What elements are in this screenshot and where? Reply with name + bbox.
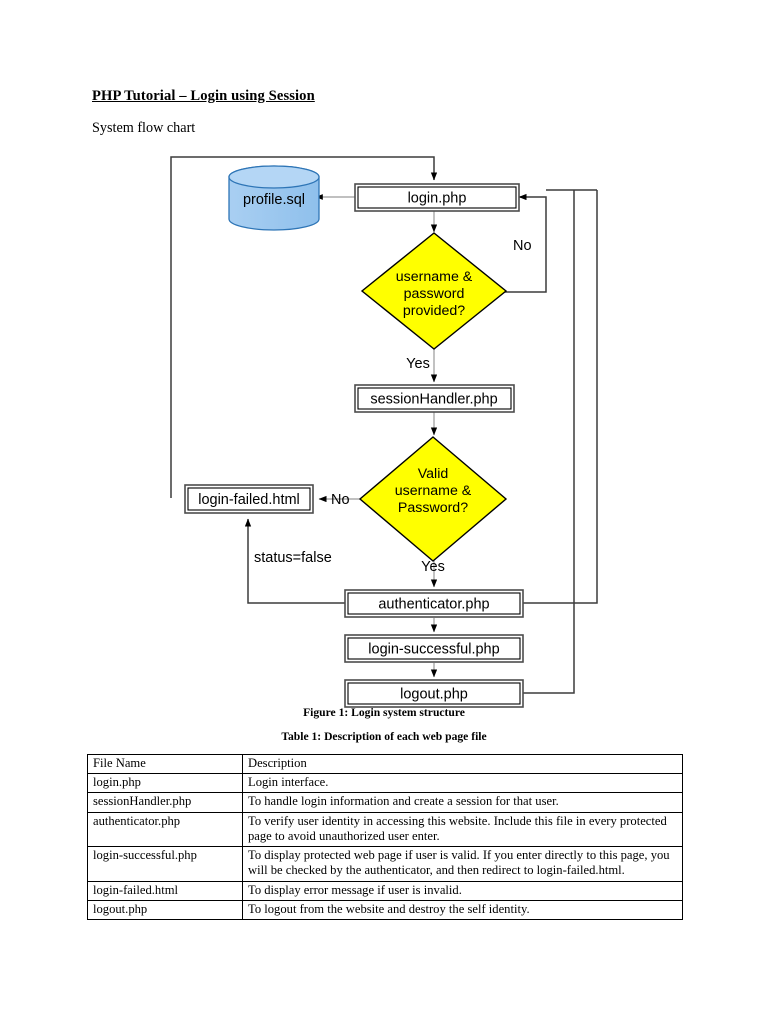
edge-label-no-top: No (513, 238, 532, 254)
sessionhandler-php-label: sessionHandler.php (370, 391, 497, 407)
authenticator-php-label: authenticator.php (378, 596, 489, 612)
connector-authenticator-right-loop (523, 190, 598, 604)
section-subtitle: System flow chart (92, 120, 196, 136)
decision2-line1: Valid (418, 466, 449, 482)
edge-label-status-false: status=false (254, 550, 332, 566)
node-decision-valid-username-password: Valid username & Password? (358, 436, 508, 562)
decision2-line3: Password? (398, 500, 468, 516)
node-login-php: login.php (354, 183, 520, 212)
node-login-successful-php: login-successful.php (344, 634, 524, 663)
cell-description: To verify user identity in accessing thi… (242, 811, 683, 848)
node-sessionhandler-php: sessionHandler.php (354, 384, 515, 413)
connector-logout-to-login-top (170, 156, 438, 498)
logout-php-label: logout.php (400, 686, 468, 702)
table-header-row: File Name Description (87, 753, 683, 775)
cell-description: To display protected web page if user is… (242, 846, 683, 882)
edge-label-yes-mid: Yes (421, 559, 445, 575)
connector-logout-right-loop (523, 190, 575, 694)
page-title: PHP Tutorial – Login using Session (92, 88, 315, 104)
cell-description: Login interface. (242, 773, 683, 794)
cell-description: To logout from the website and destroy t… (242, 899, 683, 921)
table-caption: Table 1: Description of each web page fi… (281, 730, 487, 743)
column-header-file-name: File Name (87, 753, 243, 775)
decision1-line2: password (404, 286, 465, 302)
flowchart-diagram: profile.sql login.php username & passwor… (170, 156, 598, 708)
decision2-line2: username & (395, 483, 472, 499)
node-authenticator-php: authenticator.php (344, 589, 524, 618)
cell-description: To handle login information and create a… (242, 792, 683, 813)
decision1-line3: provided? (403, 303, 465, 319)
edge-label-yes-top: Yes (406, 356, 430, 372)
cell-file-name: sessionHandler.php (87, 792, 243, 813)
connector-authenticator-to-loginfailed (244, 518, 345, 604)
cell-file-name: login.php (87, 773, 243, 794)
connector-decision1-no-to-login (505, 193, 547, 293)
database-label: profile.sql (243, 192, 305, 208)
login-successful-php-label: login-successful.php (368, 641, 499, 657)
login-failed-html-label: login-failed.html (198, 492, 300, 508)
edge-label-no-mid: No (331, 492, 350, 508)
cell-file-name: login-successful.php (87, 846, 243, 882)
node-database-profile-sql: profile.sql (228, 165, 320, 231)
cell-file-name: logout.php (87, 899, 243, 921)
node-login-failed-html: login-failed.html (184, 484, 314, 514)
figure-caption: Figure 1: Login system structure (303, 706, 465, 719)
cell-description: To display error message if user is inva… (242, 880, 683, 901)
node-logout-php: logout.php (344, 679, 524, 708)
login-php-label: login.php (408, 190, 467, 206)
cell-file-name: authenticator.php (87, 811, 243, 848)
node-decision-username-password-provided: username & password provided? (360, 232, 508, 350)
column-header-description: Description (242, 753, 683, 775)
cell-file-name: login-failed.html (87, 880, 243, 901)
decision1-line1: username & (396, 269, 473, 285)
